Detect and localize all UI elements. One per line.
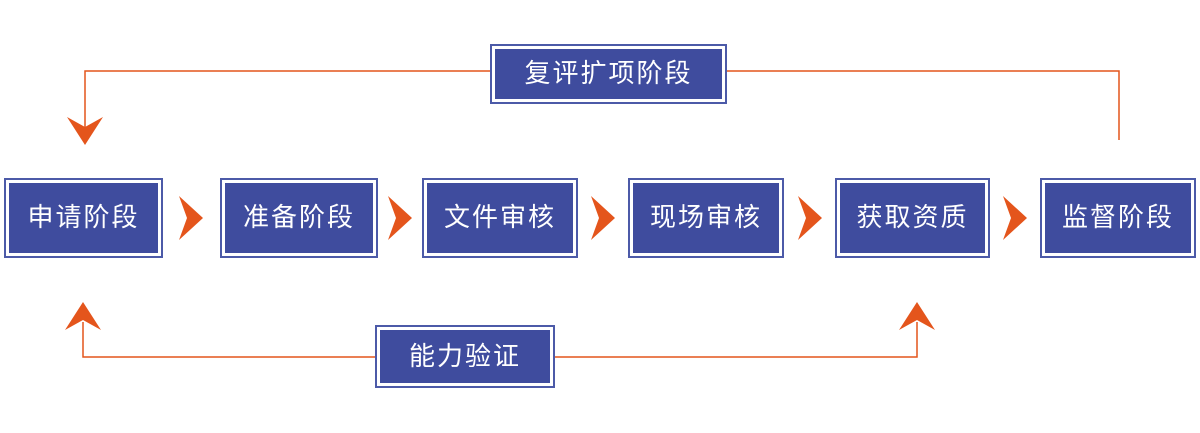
stage-label: 现场审核 [649,203,762,233]
stage-box-qualification: 获取资质 [835,178,990,258]
stage-box-fill: 准备阶段 [225,183,373,253]
stage-box-application: 申请阶段 [4,178,163,258]
chevron-right-icon [798,196,822,240]
chevron-right-icon [591,196,615,240]
chevron-right-icon [388,196,412,240]
stage-label: 监督阶段 [1061,203,1174,233]
chevron-right-icon [179,196,203,240]
stage-box-supervision: 监督阶段 [1040,178,1196,258]
loop-label: 复评扩项阶段 [524,59,693,89]
stage-box-onsite-review: 现场审核 [628,178,784,258]
stage-box-fill: 现场审核 [633,183,779,253]
stage-box-document-review: 文件审核 [422,178,578,258]
loop-box-fill: 能力验证 [380,330,550,383]
arrow-up-right-icon [899,302,935,330]
loop-box-reassessment-extension: 复评扩项阶段 [490,44,727,104]
bottom-loop-line-left [82,322,375,358]
stage-label: 准备阶段 [242,203,355,233]
top-loop-line-left [84,70,490,128]
stage-box-fill: 获取资质 [840,183,985,253]
stage-label: 文件审核 [443,203,556,233]
stage-box-fill: 文件审核 [427,183,573,253]
loop-label: 能力验证 [408,341,521,372]
bottom-loop-line-right [555,322,918,358]
top-loop-line-right [727,70,1120,140]
loop-box-fill: 复评扩项阶段 [495,49,722,99]
arrow-up-left-icon [65,302,101,330]
arrow-down-icon [67,117,103,145]
stage-label: 申请阶段 [27,203,140,233]
stage-box-preparation: 准备阶段 [220,178,378,258]
stage-box-fill: 申请阶段 [9,183,158,253]
stage-box-fill: 监督阶段 [1045,183,1191,253]
loop-box-proficiency-testing: 能力验证 [375,325,555,388]
stage-label: 获取资质 [856,203,969,233]
chevron-right-icon [1003,196,1027,240]
